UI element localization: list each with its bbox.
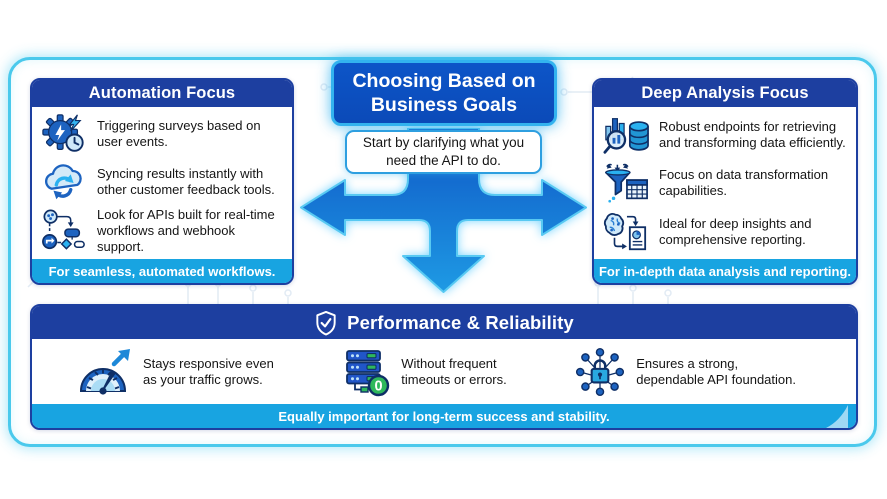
performance-reliability-title-bar: Performance & Reliability: [32, 306, 856, 339]
list-item-text: Ideal for deep insights and comprehensiv…: [659, 215, 812, 247]
cloud-sync-icon: [40, 159, 88, 205]
list-item-text: Robust endpoints for retrieving and tran…: [659, 118, 846, 150]
deep-analysis-focus-title: Deep Analysis Focus: [594, 80, 856, 107]
gear-bolt-clock-icon: [40, 111, 88, 157]
deep-analysis-focus-footer: For in-depth data analysis and reporting…: [594, 259, 856, 283]
list-item-text: Without frequent timeouts or errors.: [401, 355, 507, 387]
automation-focus-footer: For seamless, automated workflows.: [32, 259, 292, 283]
deep-analysis-focus-panel: Deep Analysis Focus Robust endpoints for…: [592, 78, 858, 285]
list-item: Ideal for deep insights and comprehensiv…: [602, 209, 848, 255]
list-item-text: Focus on data transformation capabilitie…: [659, 167, 829, 198]
performance-reliability-footer-text: Equally important for long-term success …: [278, 408, 610, 424]
automation-focus-panel: Automation Focus: [30, 78, 294, 285]
main-subtitle: Start by clarifying what you need the AP…: [345, 130, 542, 174]
list-item: Triggering surveys based on user events.: [40, 111, 284, 157]
list-item: Robust endpoints for retrieving and tran…: [602, 112, 848, 158]
performance-reliability-title: Performance & Reliability: [347, 311, 574, 333]
list-item-text: Stays responsive even as your traffic gr…: [143, 355, 274, 387]
main-title: Choosing Based on Business Goals: [331, 60, 557, 126]
list-item: Look for APIs built for real-time workfl…: [40, 207, 284, 255]
branching-arrows: [300, 128, 587, 293]
performance-reliability-body: Stays responsive even as your traffic gr…: [32, 339, 856, 404]
page-curl-decoration: [826, 405, 848, 428]
automation-focus-body: Triggering surveys based on user events.…: [32, 107, 292, 259]
performance-reliability-footer: Equally important for long-term success …: [32, 404, 856, 428]
server-stack-icon: 0: [342, 347, 390, 397]
zero-timeouts-badge: 0: [375, 378, 383, 394]
workflow-icon: [40, 208, 88, 254]
brain-report-icon: [602, 209, 650, 255]
automation-focus-title: Automation Focus: [32, 80, 292, 107]
performance-reliability-panel: Performance & Reliability: [30, 304, 858, 430]
list-item: Stays responsive even as your traffic gr…: [74, 347, 274, 397]
list-item-text: Look for APIs built for real-time workfl…: [97, 207, 275, 254]
list-item: Ensures a strong, dependable API foundat…: [575, 347, 796, 397]
list-item: Focus on data transformation capabilitie…: [602, 160, 848, 206]
shield-check-icon: [314, 310, 338, 336]
list-item-text: Ensures a strong, dependable API foundat…: [636, 355, 796, 387]
list-item-text: Syncing results instantly with other cus…: [97, 166, 275, 198]
list-item: Syncing results instantly with other cus…: [40, 159, 284, 205]
chart-magnifier-database-icon: [602, 112, 650, 158]
list-item-text: Triggering surveys based on user events.: [97, 118, 261, 150]
gauge-icon: [74, 347, 132, 397]
network-lock-icon: [575, 347, 625, 397]
list-item: 0 Without frequent timeouts or errors.: [342, 347, 507, 397]
funnel-table-icon: [602, 160, 650, 206]
deep-analysis-focus-body: Robust endpoints for retrieving and tran…: [594, 107, 856, 259]
